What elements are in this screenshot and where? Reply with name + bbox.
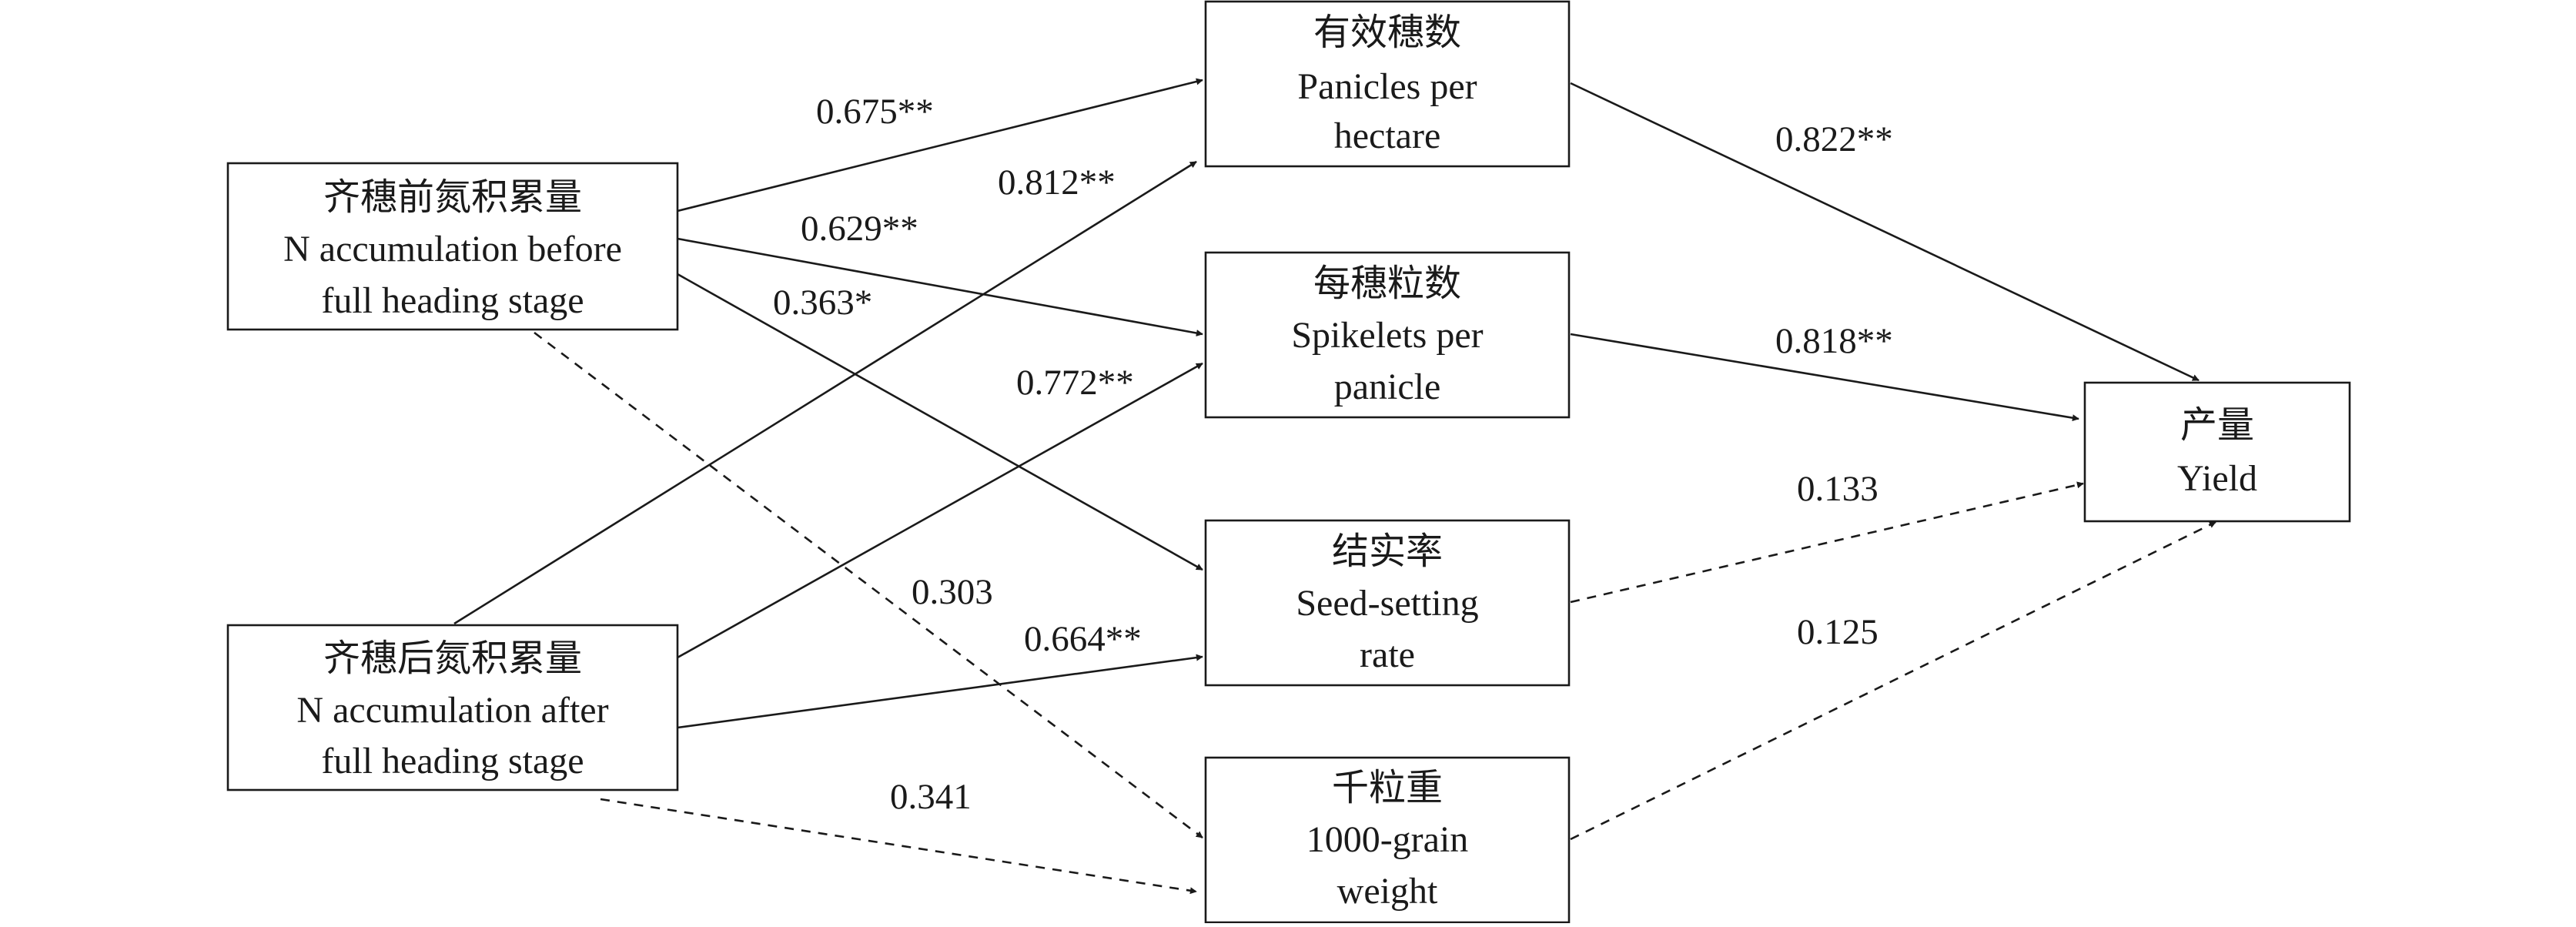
edge-seedset-yield: [1570, 481, 2084, 604]
edges: [453, 78, 2216, 895]
edge-label-nbefore-panicles: 0.675**: [816, 92, 934, 132]
node-panicles: 有效穗数 Panicles per hectare: [1204, 0, 1571, 168]
node-n-before-label-en-1: N accumulation before: [283, 229, 622, 269]
node-n-before-label-zh: 齐穗前氮积累量: [323, 177, 582, 218]
node-spikelets-label-zh: 每穗粒数: [1313, 263, 1461, 304]
node-n-after-label-zh: 齐穗后氮积累量: [323, 638, 582, 679]
edge-nafter-panicles: [453, 160, 1197, 625]
edge-nafter-spikelets: [677, 362, 1203, 659]
node-n-before-box: [226, 162, 679, 331]
node-yield-label-en: Yield: [2177, 458, 2257, 499]
edge-label-nafter-seedset: 0.664**: [1024, 619, 1142, 659]
edge-nafter-seedset: [677, 654, 1203, 729]
edge-label-nbefore-grainweight: 0.303: [912, 572, 993, 612]
node-yield-label-zh: 产量: [2180, 405, 2254, 446]
edge-label-nbefore-spikelets: 0.629**: [801, 209, 918, 249]
node-spikelets-box: [1204, 251, 1571, 419]
node-seedset: 结实率 Seed-setting rate: [1204, 519, 1571, 687]
node-panicles-label-en-1: Panicles per: [1297, 66, 1477, 107]
node-grainweight-label-en-1: 1000-grain: [1306, 819, 1469, 860]
edge-labels: 0.675** 0.629** 0.363* 0.303 0.812** 0.7…: [773, 92, 1893, 817]
edge-label-nafter-grainweight: 0.341: [890, 777, 972, 817]
edge-grainweight-yield: [1570, 520, 2216, 841]
node-n-after-box: [226, 624, 679, 791]
edge-nbefore-spikelets: [677, 237, 1203, 336]
node-n-before: 齐穗前氮积累量 N accumulation before full headi…: [226, 162, 679, 331]
node-grainweight-box: [1204, 756, 1571, 924]
node-grainweight: 千粒重 1000-grain weight: [1204, 756, 1571, 924]
node-seedset-box: [1204, 519, 1571, 687]
node-n-after-label-en-1: N accumulation after: [296, 690, 608, 731]
edge-label-nbefore-seedset: 0.363*: [773, 283, 872, 323]
node-yield: 产量 Yield: [2083, 381, 2351, 523]
edge-label-nafter-panicles: 0.812**: [998, 162, 1116, 202]
edge-label-spikelets-yield: 0.818**: [1775, 321, 1893, 361]
edge-label-grainweight-yield: 0.125: [1797, 612, 1878, 652]
node-spikelets-label-en-2: panicle: [1334, 366, 1441, 407]
edge-nbefore-seedset: [677, 273, 1203, 571]
node-yield-box: [2083, 381, 2351, 523]
edge-nbefore-panicles: [677, 78, 1203, 213]
edge-label-seedset-yield: 0.133: [1797, 469, 1878, 509]
edge-panicles-yield: [1570, 82, 2200, 382]
node-grainweight-label-zh: 千粒重: [1332, 768, 1443, 808]
node-spikelets-label-en-1: Spikelets per: [1291, 315, 1483, 356]
node-spikelets: 每穗粒数 Spikelets per panicle: [1204, 251, 1571, 419]
edge-label-nafter-spikelets: 0.772**: [1016, 363, 1134, 403]
node-seedset-label-en-1: Seed-setting: [1296, 583, 1478, 624]
edge-nbefore-grainweight: [534, 331, 1203, 839]
node-seedset-label-en-2: rate: [1360, 634, 1415, 675]
node-n-before-label-en-2: full heading stage: [321, 280, 584, 321]
node-grainweight-label-en-2: weight: [1337, 871, 1438, 912]
edge-spikelets-yield: [1570, 333, 2079, 422]
node-n-after-label-en-2: full heading stage: [321, 741, 584, 781]
node-n-after: 齐穗后氮积累量 N accumulation after full headin…: [226, 624, 679, 791]
node-panicles-box: [1204, 0, 1571, 168]
node-seedset-label-zh: 结实率: [1332, 531, 1443, 572]
node-panicles-label-en-2: hectare: [1334, 115, 1441, 156]
node-panicles-label-zh: 有效穗数: [1313, 12, 1461, 53]
edge-label-panicles-yield: 0.822**: [1775, 119, 1893, 159]
